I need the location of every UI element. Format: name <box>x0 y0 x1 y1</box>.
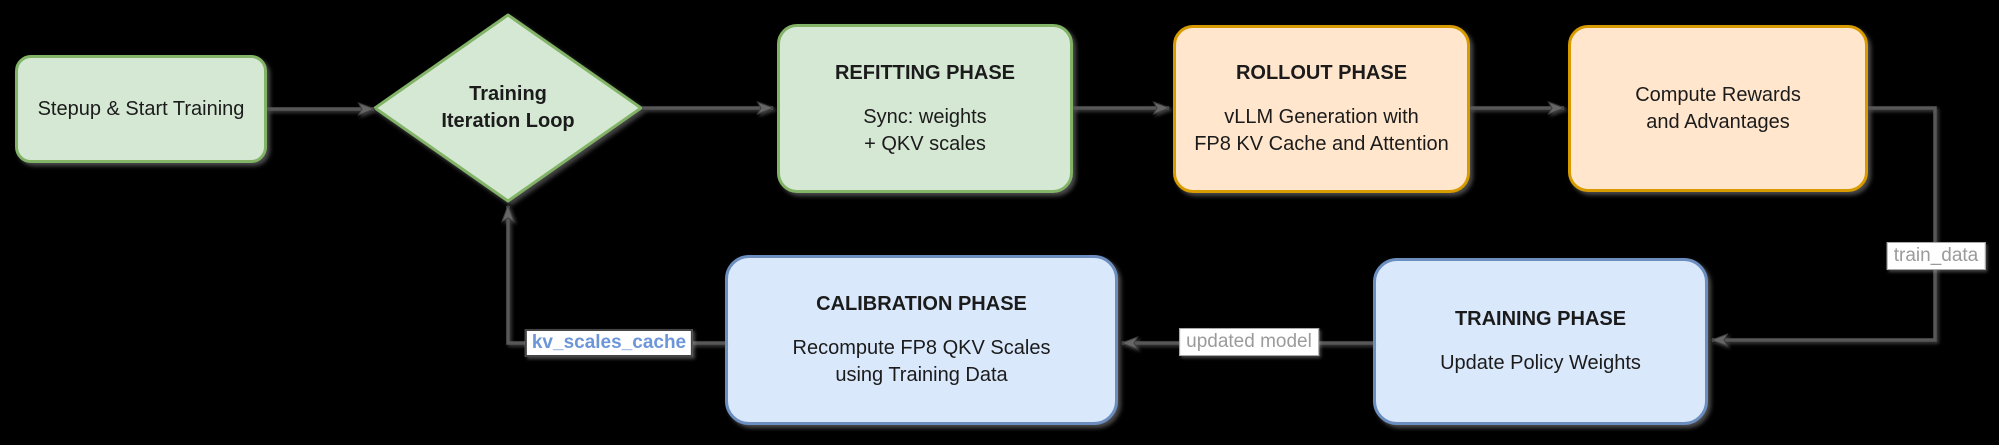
node-rollout-body: vLLM Generation with FP8 KV Cache and At… <box>1194 106 1449 155</box>
node-training-phase: TRAINING PHASE Update Policy Weights <box>1373 258 1708 425</box>
node-refit-title: REFITTING PHASE <box>834 61 1015 84</box>
node-compute-rewards: Compute Rewards and Advantages <box>1568 25 1868 192</box>
node-refit-body: Sync: weights + QKV scales <box>863 105 987 155</box>
node-setup-label: Stepup & Start Training <box>37 97 245 120</box>
edge-label-train-data: train_data <box>1886 242 1986 270</box>
node-loop-label: Training Iteration Loop <box>441 83 575 132</box>
node-calibration-phase: CALIBRATION PHASE Recompute FP8 QKV Scal… <box>725 255 1118 425</box>
node-training-iteration-loop: Training Iteration Loop <box>372 12 644 204</box>
node-training-body: Update Policy Weights <box>1440 352 1641 374</box>
diamond-shape <box>373 13 643 203</box>
edge-label-updated-model: updated model <box>1179 328 1319 356</box>
node-calibration-title: CALIBRATION PHASE <box>816 293 1027 315</box>
node-rollout-phase: ROLLOUT PHASE vLLM Generation with FP8 K… <box>1173 25 1470 193</box>
node-rewards-label: Compute Rewards and Advantages <box>1635 83 1801 133</box>
edge-label-kv-scales-cache: kv_scales_cache <box>524 329 694 357</box>
node-rollout-title: ROLLOUT PHASE <box>1235 62 1408 84</box>
node-refitting-phase: REFITTING PHASE Sync: weights + QKV scal… <box>777 24 1073 193</box>
node-setup-start-training: Stepup & Start Training <box>15 55 267 163</box>
edge-calibration-to-loop <box>508 206 725 345</box>
node-calibration-body: Recompute FP8 QKV Scales using Training … <box>792 337 1051 386</box>
node-training-title: TRAINING PHASE <box>1454 308 1627 330</box>
